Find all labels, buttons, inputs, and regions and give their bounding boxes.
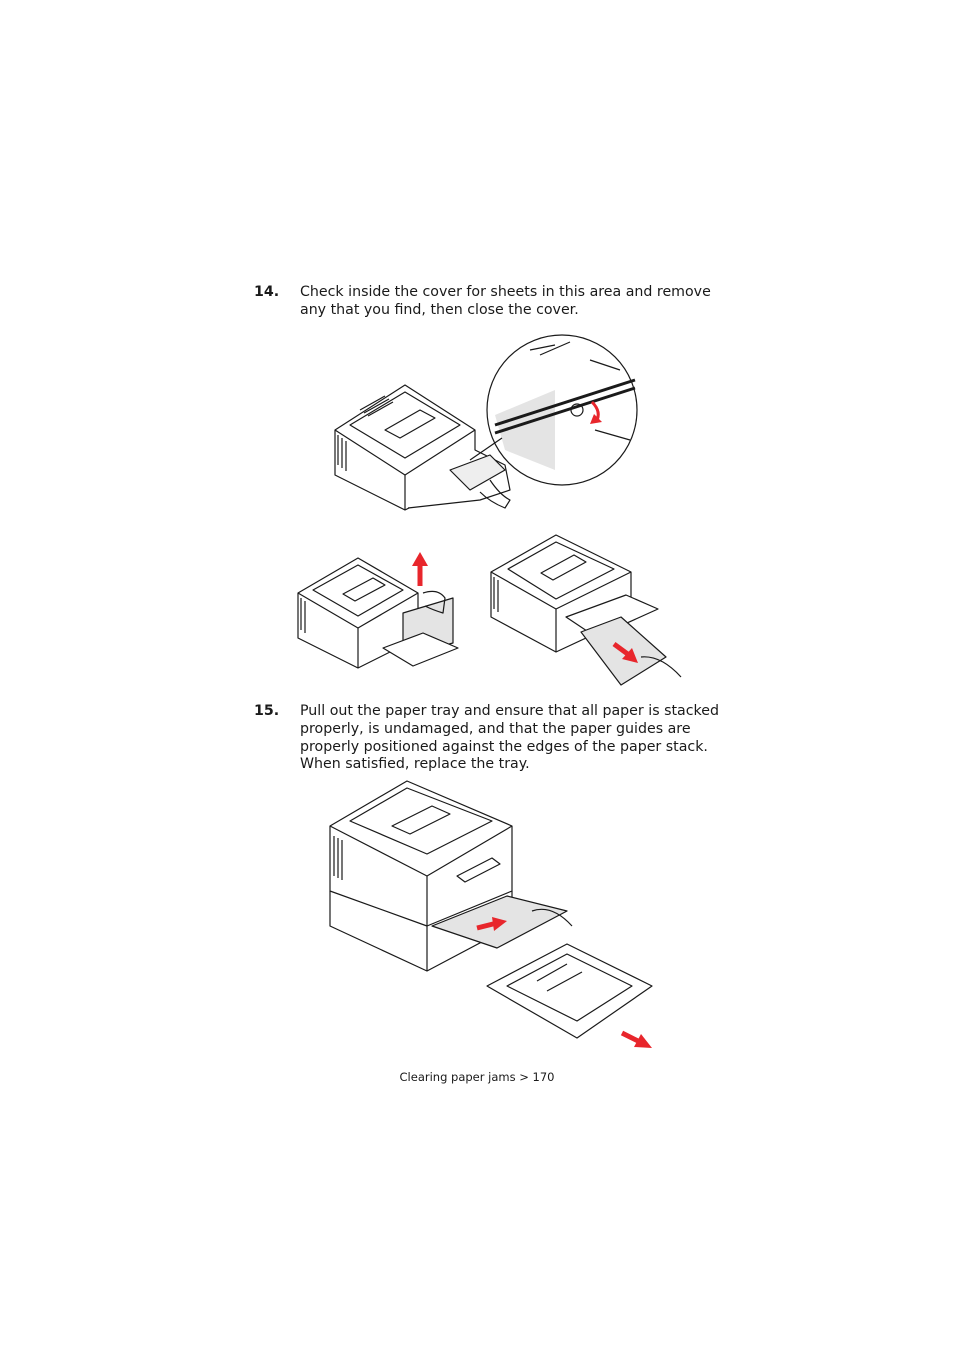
step-number: 14. xyxy=(254,284,280,300)
step-text: Pull out the paper tray and ensure that … xyxy=(300,703,719,773)
illustration-printer-side-cover-zoom xyxy=(334,334,638,511)
illustration-remove-paper-up xyxy=(297,552,459,669)
illustration-printer-tray-out xyxy=(329,780,653,1048)
illustration-pull-paper-out xyxy=(490,534,682,686)
step-text: Check inside the cover for sheets in thi… xyxy=(300,284,711,318)
step-number: 15. xyxy=(254,703,280,719)
page-footer: Clearing paper jams > 170 xyxy=(399,1070,555,1084)
